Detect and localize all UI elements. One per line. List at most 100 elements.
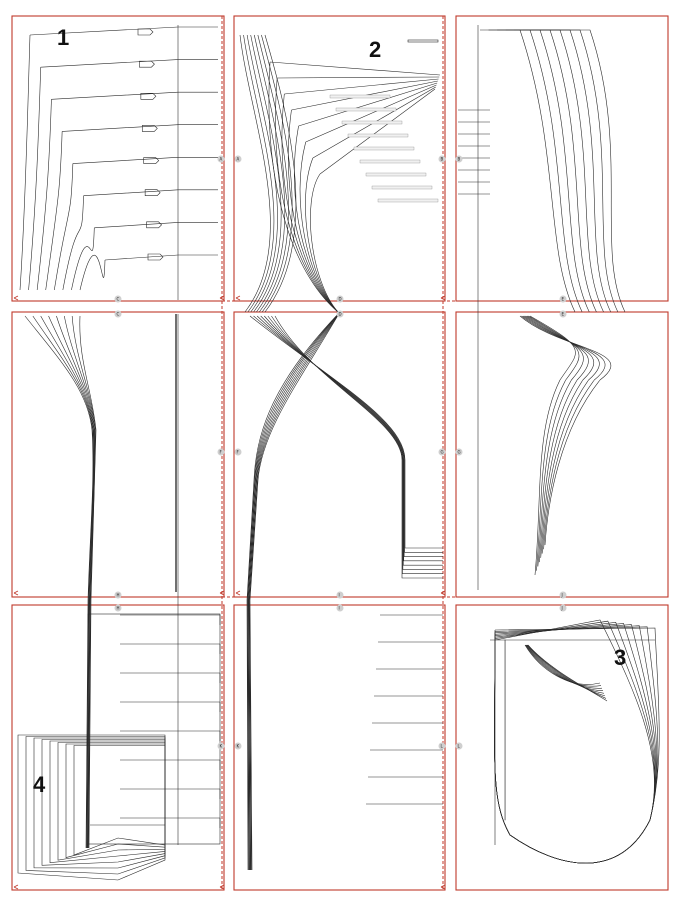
svg-text:G: G [441, 450, 444, 455]
grain-lines [175, 25, 479, 845]
right-column-outline [488, 29, 583, 313]
page-frame-r2c1 [11, 311, 225, 598]
grain-arrow-mark [141, 125, 158, 132]
pocket-bag-outline [494, 626, 659, 864]
join-badge-i-lower: I [336, 604, 344, 612]
front-side-seam-upper [71, 227, 95, 291]
scissor-icon [219, 295, 225, 301]
front-waist-line [40, 59, 218, 68]
page-frame-r1c1 [11, 15, 225, 302]
back-crotch-curve [310, 173, 339, 313]
svg-text:E: E [562, 312, 565, 317]
grain-arrow-mark [146, 221, 162, 229]
back-pocket-outline [73, 745, 166, 856]
front-waist-line [83, 189, 218, 197]
back-crotch-curve [299, 141, 339, 313]
size-label-strip [329, 94, 391, 99]
svg-text:G: G [458, 450, 461, 455]
pocket-opening-curve [526, 644, 605, 694]
back-inseam-lower [267, 315, 443, 570]
scissor-icon [440, 295, 446, 301]
svg-text:F: F [237, 450, 240, 455]
svg-text:J: J [561, 593, 563, 598]
back-outer-curve [239, 34, 271, 313]
join-badge-i: I [336, 591, 344, 599]
join-badge-b-right: B [455, 155, 463, 163]
front-side-seam-lower [71, 315, 96, 849]
svg-text:H: H [117, 606, 120, 611]
right-column-outline [531, 29, 619, 313]
back-side-seam-lower [249, 311, 341, 871]
front-lower-block [87, 613, 221, 845]
pocket-bag-outline [494, 623, 656, 864]
right-column-outline [480, 29, 576, 313]
right-curve-lower [524, 315, 595, 558]
front-side-seam-lower [32, 315, 94, 849]
scissor-icon [13, 884, 19, 890]
back-waist-line [269, 61, 441, 76]
pocket-opening-curve [526, 644, 604, 692]
pocket-bag-outline [494, 627, 660, 864]
piece-number-1: 1 [57, 25, 69, 50]
join-badge-d-lower: D [336, 310, 344, 318]
back-inseam-lower [249, 315, 443, 549]
back-pocket-outline [33, 737, 166, 869]
piece-number-3: 3 [614, 645, 626, 670]
scissor-icon [235, 295, 241, 301]
right-column-outline [540, 29, 626, 313]
svg-text:D: D [339, 297, 342, 302]
size-label-strip [347, 133, 409, 138]
join-badge-g: G [438, 448, 446, 456]
back-waist-line [305, 84, 437, 143]
size-label-strip [353, 146, 415, 151]
join-badge-d: D [336, 295, 344, 303]
page-frames [11, 15, 669, 891]
size-label-strip [335, 107, 397, 112]
join-badge-j-lower: J [559, 604, 567, 612]
size-label-strip [359, 159, 421, 164]
scissor-icon [440, 884, 446, 890]
back-crotch-curve [294, 125, 339, 313]
join-badge-a-right: A [234, 155, 242, 163]
grain-arrow-mark [144, 189, 161, 197]
front-side-seam-upper [28, 67, 42, 291]
back-side-seam-lower [249, 311, 341, 871]
back-outer-curve [264, 34, 297, 313]
svg-text:K: K [220, 744, 223, 749]
join-badge-c: C [114, 295, 122, 303]
grain-arrow-mark [140, 92, 157, 100]
back-side-seam-lower [248, 311, 341, 871]
join-badge-g-right: G [455, 448, 463, 456]
front-side-seam-upper [36, 99, 52, 291]
pocket-opening-curve [525, 644, 603, 689]
scissor-icon [13, 590, 19, 596]
back-crotch-curve [268, 61, 339, 313]
back-outer-curve [257, 34, 289, 313]
svg-text:A: A [220, 157, 223, 162]
svg-text:B: B [441, 157, 444, 162]
svg-text:D: D [339, 312, 342, 317]
front-side-seam-lower [56, 315, 95, 849]
front-side-seam-lower [79, 315, 97, 849]
pocket-opening-curve [527, 644, 608, 702]
grain-arrow-mark [143, 157, 160, 164]
page-frame-r1c2 [233, 15, 446, 302]
front-waist-line [72, 156, 218, 164]
back-side-seam-lower [247, 311, 341, 871]
join-badge-h-lower: H [114, 604, 122, 612]
back-pocket-outline [65, 743, 166, 858]
svg-text:C: C [117, 312, 120, 317]
size-label-strip [365, 172, 427, 177]
svg-text:B: B [458, 157, 461, 162]
right-curve-lower [526, 315, 584, 567]
join-badge-l-right: L [455, 742, 463, 750]
page-frame-r1c3 [455, 15, 669, 302]
back-outer-curve [261, 34, 293, 313]
grain-arrow-mark [139, 60, 155, 68]
page-frame-r3c3 [455, 604, 669, 891]
page-frame-r2c2 [233, 311, 446, 598]
scissor-icon [219, 884, 225, 890]
join-badge-e: E [559, 295, 567, 303]
right-column-outline [497, 29, 590, 313]
